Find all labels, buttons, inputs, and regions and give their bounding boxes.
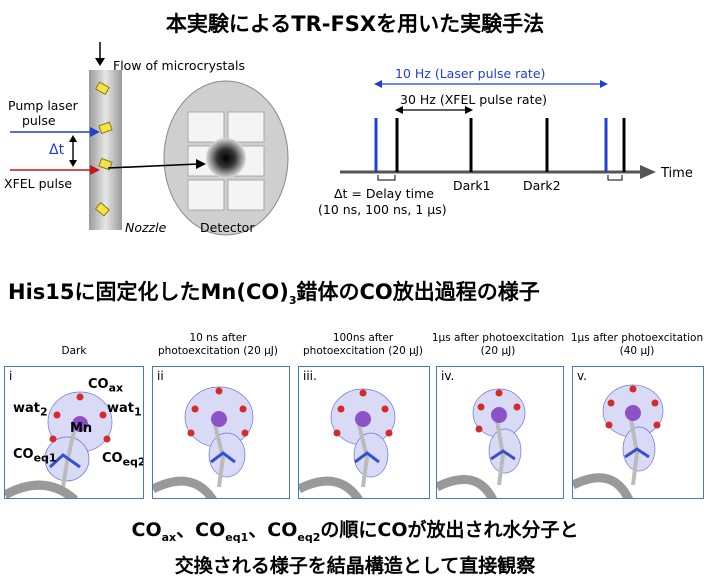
nozzle-label: Nozzle <box>125 220 167 235</box>
panel-number: iii. <box>303 369 317 383</box>
xfel-label: XFEL pulse <box>4 176 73 191</box>
conclusion-text: COax、COeq1、COeq2の順にCOが放出され水分子と 交換される様子を結… <box>0 516 710 580</box>
wat1-label: wat1 <box>107 401 142 419</box>
dark1-label: Dark1 <box>453 178 491 193</box>
delay-values-label: (10 ns, 100 ns, 1 μs) <box>318 202 447 217</box>
co-ax-label: COax <box>88 377 124 395</box>
xfel-rate-label: 30 Hz (XFEL pulse rate) <box>400 92 548 107</box>
structure-panel-iv: iv. <box>436 366 564 499</box>
delta-t-label: Δt <box>49 142 65 158</box>
time-axis-label: Time <box>661 166 693 181</box>
structure-panel-iii: iii. <box>298 366 430 499</box>
wat2-label: wat2 <box>13 401 48 419</box>
page-title: 本実験によるTR-FSXを用いた実験手法 <box>165 12 545 36</box>
structure-panel-i: i COax wat2 wat1 Mn COeq1 COeq2 <box>4 366 144 499</box>
timing-diagram <box>340 80 656 181</box>
flow-label: Flow of microcrystals <box>113 58 246 73</box>
detector-label: Detector <box>200 220 255 235</box>
laser-rate-label: 10 Hz (Laser pulse rate) <box>395 66 546 81</box>
panel-number: v. <box>577 369 587 383</box>
pump-label-1: Pump laser <box>8 98 78 113</box>
conclusion-line-2: 交換される様子を結晶構造として直接観察 <box>174 554 536 577</box>
conclusion-line-1: COax、COeq1、COeq2の順にCOが放出され水分子と <box>131 519 579 544</box>
microcrystals <box>94 81 113 217</box>
panel-caption-v: 1μs after photoexcitation(40 μJ) <box>570 332 704 357</box>
tr-fsx-schematic <box>10 42 289 236</box>
dark2-label: Dark2 <box>523 178 561 193</box>
panel-caption-i: Dark <box>61 345 87 357</box>
delay-time-label: Δt = Delay time <box>334 186 434 201</box>
mn-label: Mn <box>70 421 93 436</box>
pump-label-2: pulse <box>22 113 56 128</box>
panel-number: i <box>9 369 13 383</box>
section-title: His15に固定化したMn(CO)3錯体のCO放出過程の様子 <box>8 280 540 308</box>
panel-number: iv. <box>441 369 455 383</box>
structure-panel-v: v. <box>572 366 704 499</box>
panel-number: ii <box>157 369 164 383</box>
nozzle-jet <box>89 70 122 230</box>
panel-caption-iv: 1μs after photoexcitation(20 μJ) <box>431 332 565 357</box>
co-eq2-label: COeq2 <box>102 451 144 469</box>
structure-panel-ii: ii <box>152 366 290 499</box>
co-eq1-label: COeq1 <box>13 447 57 465</box>
